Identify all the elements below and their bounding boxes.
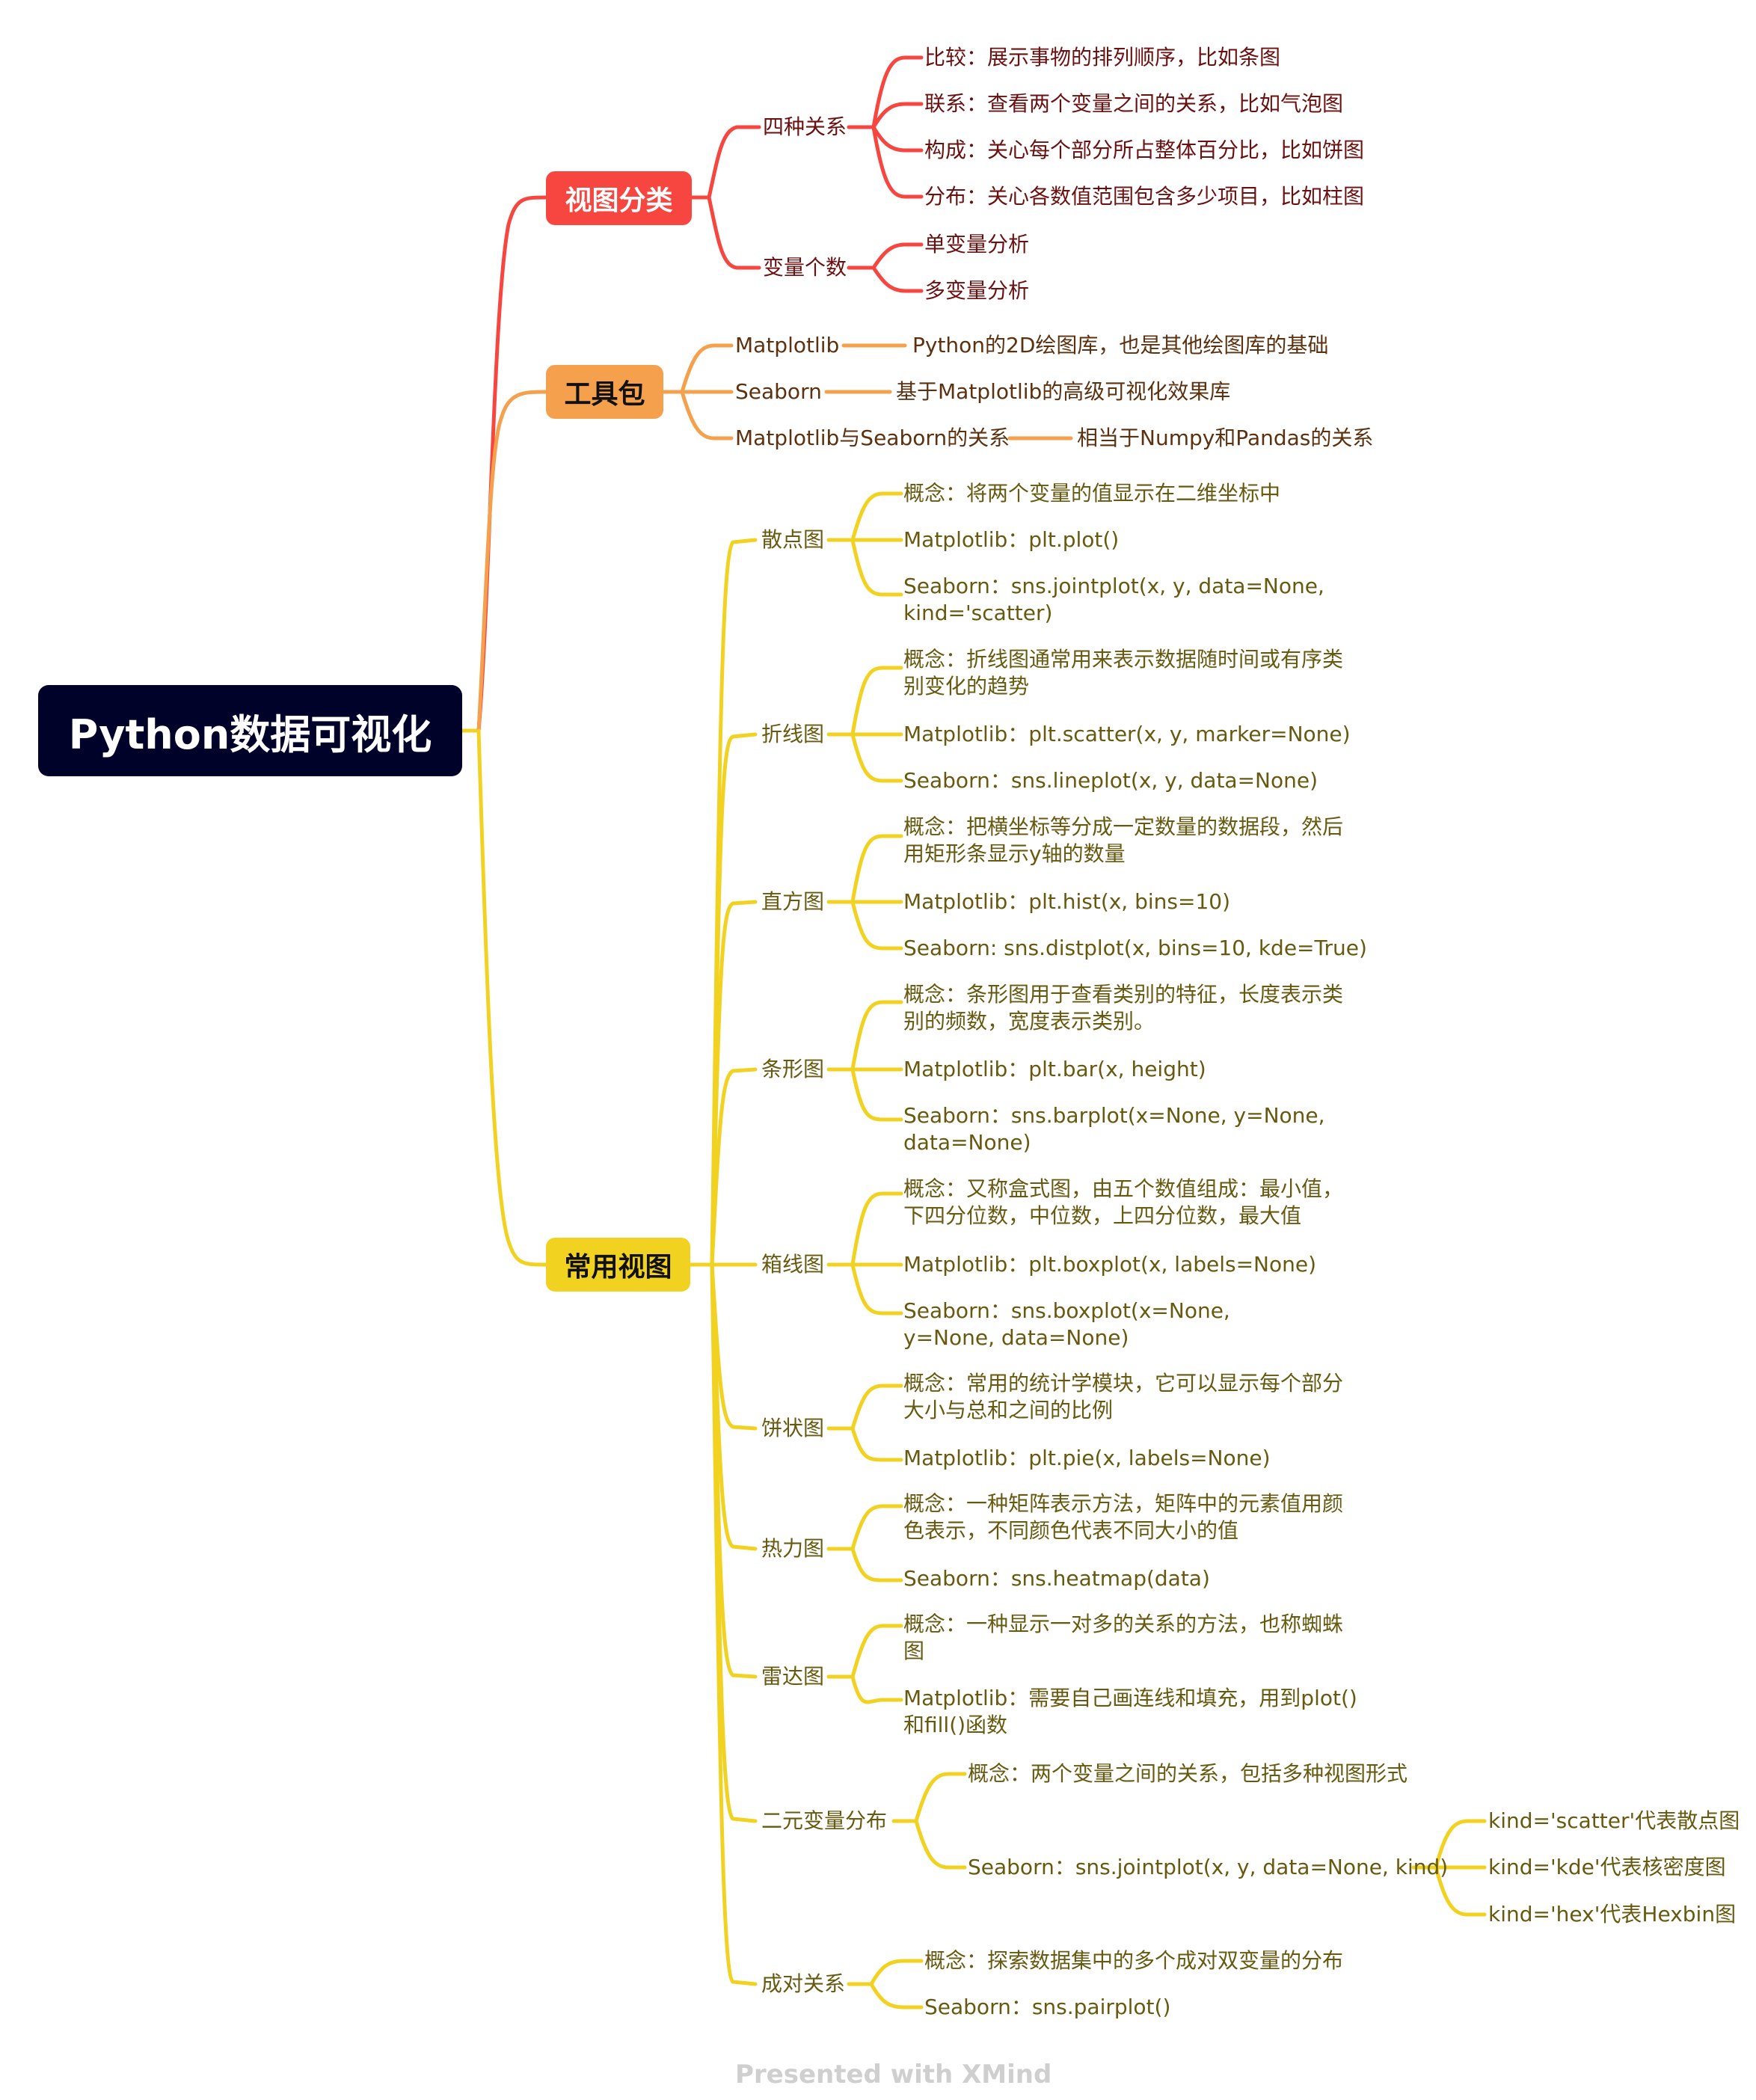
topic-multivariate[interactable]: 多变量分析 xyxy=(924,278,1030,303)
histogram-seaborn[interactable]: Seaborn: sns.distplot(x, bins=10, kde=Tr… xyxy=(903,936,1367,960)
branch-toolkit[interactable]: 工具包 xyxy=(546,365,663,419)
topic-scatter[interactable]: 散点图 xyxy=(761,527,825,552)
topic-seaborn-detail[interactable]: 基于Matplotlib的高级可视化效果库 xyxy=(896,379,1231,404)
bar-seaborn[interactable]: Seaborn：sns.barplot(x=None, y=None, data… xyxy=(903,1103,1325,1155)
topic-variable-count[interactable]: 变量个数 xyxy=(763,255,847,280)
bivariate-seaborn[interactable]: Seaborn：sns.jointplot(x, y, data=None, k… xyxy=(968,1855,1449,1879)
xmind-watermark: Presented with XMind xyxy=(735,2060,1052,2090)
topic-radar[interactable]: 雷达图 xyxy=(761,1664,825,1689)
radar-matplotlib[interactable]: Matplotlib：需要自己画连线和填充，用到plot()和fill()函数 xyxy=(903,1686,1357,1737)
topic-bivariate[interactable]: 二元变量分布 xyxy=(761,1808,888,1833)
topic-heatmap[interactable]: 热力图 xyxy=(761,1536,825,1561)
topic-relationship-detail[interactable]: 相当于Numpy和Pandas的关系 xyxy=(1077,426,1374,450)
kind-kde[interactable]: kind='kde'代表核密度图 xyxy=(1488,1855,1726,1879)
bivariate-concept[interactable]: 概念：两个变量之间的关系，包括多种视图形式 xyxy=(968,1761,1408,1786)
boxplot-seaborn[interactable]: Seaborn：sns.boxplot(x=None, y=None, data… xyxy=(903,1298,1230,1350)
line-concept[interactable]: 概念：折线图通常用来表示数据随时间或有序类别变化的趋势 xyxy=(903,647,1344,699)
scatter-matplotlib[interactable]: Matplotlib：plt.plot() xyxy=(903,527,1120,552)
boxplot-matplotlib[interactable]: Matplotlib：plt.boxplot(x, labels=None) xyxy=(903,1252,1317,1277)
topic-distribution[interactable]: 分布：关心各数值范围包含多少项目，比如柱图 xyxy=(924,184,1365,209)
scatter-seaborn[interactable]: Seaborn：sns.jointplot(x, y, data=None, k… xyxy=(903,574,1324,625)
pairwise-seaborn[interactable]: Seaborn：sns.pairplot() xyxy=(924,1995,1171,2019)
topic-association[interactable]: 联系：查看两个变量之间的关系，比如气泡图 xyxy=(924,91,1344,116)
pie-matplotlib[interactable]: Matplotlib：plt.pie(x, labels=None) xyxy=(903,1446,1271,1470)
branch-common-views[interactable]: 常用视图 xyxy=(546,1238,690,1292)
topic-histogram[interactable]: 直方图 xyxy=(761,889,825,914)
topic-univariate[interactable]: 单变量分析 xyxy=(924,232,1030,257)
topic-relationship[interactable]: Matplotlib与Seaborn的关系 xyxy=(735,426,1010,450)
line-seaborn[interactable]: Seaborn：sns.lineplot(x, y, data=None) xyxy=(903,768,1318,793)
topic-comparison[interactable]: 比较：展示事物的排列顺序，比如条图 xyxy=(924,45,1281,70)
topic-composition[interactable]: 构成：关心每个部分所占整体百分比，比如饼图 xyxy=(924,138,1365,162)
scatter-concept[interactable]: 概念：将两个变量的值显示在二维坐标中 xyxy=(903,481,1281,506)
bar-concept[interactable]: 概念：条形图用于查看类别的特征，长度表示类别的频数，宽度表示类别。 xyxy=(903,982,1344,1034)
branch-view-classification[interactable]: 视图分类 xyxy=(546,171,692,225)
pie-concept[interactable]: 概念：常用的统计学模块，它可以显示每个部分大小与总和之间的比例 xyxy=(903,1371,1344,1422)
radar-concept[interactable]: 概念：一种显示一对多的关系的方法，也称蜘蛛图 xyxy=(903,1612,1344,1663)
pairwise-concept[interactable]: 概念：探索数据集中的多个成对双变量的分布 xyxy=(924,1948,1344,1973)
topic-matplotlib[interactable]: Matplotlib xyxy=(735,333,840,357)
topic-pairwise[interactable]: 成对关系 xyxy=(761,1971,846,1996)
root-topic[interactable]: Python数据可视化 xyxy=(38,685,462,776)
topic-pie[interactable]: 饼状图 xyxy=(761,1416,825,1440)
kind-hex[interactable]: kind='hex'代表Hexbin图 xyxy=(1488,1902,1737,1926)
kind-scatter[interactable]: kind='scatter'代表散点图 xyxy=(1488,1808,1740,1833)
topic-bar[interactable]: 条形图 xyxy=(761,1057,825,1081)
histogram-matplotlib[interactable]: Matplotlib：plt.hist(x, bins=10) xyxy=(903,889,1231,914)
bar-matplotlib[interactable]: Matplotlib：plt.bar(x, height) xyxy=(903,1057,1206,1081)
line-matplotlib[interactable]: Matplotlib：plt.scatter(x, y, marker=None… xyxy=(903,722,1351,746)
topic-four-relations[interactable]: 四种关系 xyxy=(763,114,847,139)
histogram-concept[interactable]: 概念：把横坐标等分成一定数量的数据段，然后用矩形条显示y轴的数量 xyxy=(903,814,1344,866)
topic-line[interactable]: 折线图 xyxy=(761,722,825,746)
topic-seaborn[interactable]: Seaborn xyxy=(735,379,822,404)
topic-matplotlib-detail[interactable]: Python的2D绘图库，也是其他绘图库的基础 xyxy=(912,333,1329,357)
heatmap-concept[interactable]: 概念：一种矩阵表示方法，矩阵中的元素值用颜色表示，不同颜色代表不同大小的值 xyxy=(903,1491,1344,1543)
topic-boxplot[interactable]: 箱线图 xyxy=(761,1252,825,1277)
heatmap-seaborn[interactable]: Seaborn：sns.heatmap(data) xyxy=(903,1566,1210,1591)
boxplot-concept[interactable]: 概念：又称盒式图，由五个数值组成：最小值，下四分位数，中位数，上四分位数，最大值 xyxy=(903,1176,1344,1228)
